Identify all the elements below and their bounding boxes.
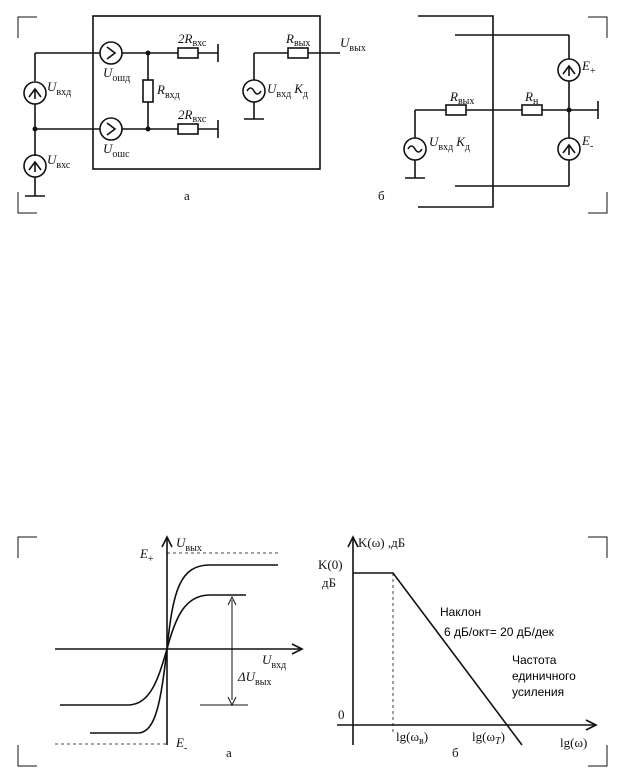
top-panel-a: Uвхд Uвхс Uошд Uошс Rвхд 2Rвхс 2Rвхс Rвы… [23,15,366,203]
source-u-oshd-icon [99,41,123,65]
label-2r-vhs-top: 2Rвхс [178,31,207,49]
label-a-e-plus: E+ [139,546,154,565]
transfer-curve-shallow [60,594,246,706]
amplifier-box-b [418,15,494,208]
panel-label-b-top: б [378,188,385,203]
resistor-r-vyh [287,47,309,59]
bottom-panel-b: K(ω) ,дБ K(0) дБ 0 Наклон 6 дБ/окт= 20 д… [318,535,598,760]
unity-line1: Частота [512,653,557,667]
resistor-2r-vhs-bottom [177,123,199,135]
label-e-minus: E- [581,133,593,152]
crop-marks [17,16,608,767]
resistor-r-vhd [142,79,154,103]
label-db: дБ [322,575,336,590]
unity-line3: усиления [512,685,564,699]
label-a-e-minus: E- [175,735,187,754]
label-u-oshs: Uошс [103,141,130,160]
label-a-delta-u: ΔUвых [237,669,271,688]
panel-label-b-bottom: б [452,745,459,760]
label-u-vhd: Uвхд [47,79,71,98]
label-lg-wv: lg(ωв) [396,729,428,747]
panel-label-a-top: а [184,188,190,203]
bode-curve [353,572,523,746]
label-a-u-vhd: Uвхд [262,652,286,671]
amplifier-box [92,15,321,170]
panel-label-a-bottom: а [226,745,232,760]
bottom-panel-a: E+ Uвых Uвхд ΔUвых E- а [55,535,304,760]
label-r-vhd: Rвхд [156,82,180,101]
slope-title: Наклон [440,605,481,619]
unity-line2: единичного [512,669,576,683]
label-lg-w: lg(ω) [560,735,587,750]
label-e-plus: E+ [581,58,596,77]
label-u-vhs: Uвхс [47,152,71,171]
label-zero: 0 [338,707,345,722]
label-b-r-n: Rн [524,89,539,107]
resistor-2r-vhs-top [177,47,199,59]
label-y-axis-b: K(ω) ,дБ [358,535,405,550]
label-u-oshd: Uошд [103,65,130,84]
label-r-vyh: Rвых [285,31,310,49]
label-k0: K(0) [318,557,343,572]
source-u-oshs-icon [99,117,123,141]
label-u-vyh: Uвых [340,35,366,54]
label-b-r-vyh: Rвых [449,89,474,107]
label-2r-vhs-bottom: 2Rвхс [178,107,207,125]
label-lg-wt: lg(ωT) [472,729,505,747]
label-a-u-vyh: Uвых [176,535,202,554]
slope-value: 6 дБ/окт= 20 дБ/дек [444,625,555,639]
